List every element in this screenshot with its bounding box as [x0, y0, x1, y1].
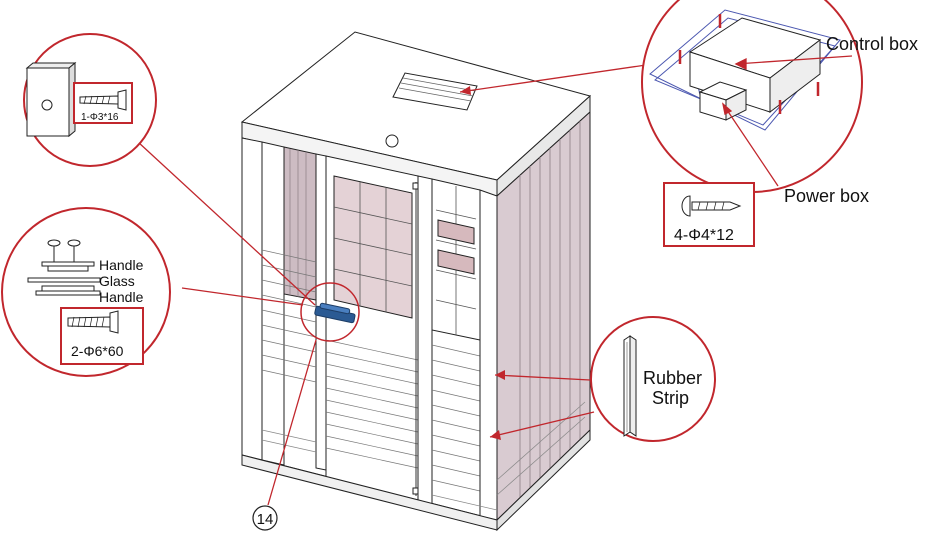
sauna-cabin — [240, 31, 592, 532]
door-lower-slats — [325, 339, 419, 469]
power-box-unit — [698, 81, 748, 121]
glass-label: Glass — [99, 273, 135, 289]
right-corner-post — [479, 189, 498, 521]
rubber-strip-detail-callout: Rubber Strip — [590, 316, 716, 442]
power-screw-detail: 4-Φ4*12 — [663, 182, 755, 247]
power-box-label: Power box — [784, 186, 869, 206]
handle-highlight-circle — [300, 282, 360, 342]
handle-detail-callout: Handle Glass Handle 2-Φ6*60 — [1, 207, 171, 377]
door-window-grid — [333, 175, 413, 319]
control-box-unit — [688, 17, 822, 114]
bracket-detail-callout: 1-Φ3*16 — [23, 33, 157, 167]
control-box-label: Control box — [826, 34, 918, 54]
mounting-brackets — [678, 14, 820, 114]
callout-arrowheads — [460, 86, 505, 440]
handle-top-label: Handle — [99, 257, 144, 273]
power-screw-icon — [681, 195, 742, 217]
rubber-strip-label-line1: Rubber — [643, 368, 702, 388]
control-box-detail-callout: Control box Power box — [641, 0, 918, 206]
handle-bottom-label: Handle — [99, 289, 144, 305]
left-window-panel — [283, 146, 317, 301]
left-post-2 — [261, 141, 285, 466]
callout-lines — [137, 63, 654, 506]
bracket-screw-icon — [79, 89, 127, 111]
door-handle — [314, 302, 356, 324]
roof-vent — [392, 72, 478, 111]
handle-screw-icon — [67, 310, 119, 334]
bracket-plate — [25, 61, 77, 138]
roof-hole — [385, 134, 399, 148]
step-number-badge: 14 — [252, 505, 278, 531]
bracket-screw-spec: 1-Φ3*16 — [81, 112, 119, 123]
handle-exploded-icon — [27, 239, 101, 296]
power-screw-spec: 4-Φ4*12 — [674, 227, 734, 244]
right-front-post — [417, 175, 433, 505]
rubber-strip-label-line2: Strip — [652, 388, 689, 408]
handle-screw-spec: 2-Φ6*60 — [71, 343, 124, 359]
rubber-strip-icon — [623, 335, 637, 437]
power-screw-box — [663, 182, 755, 247]
step-number: 14 — [257, 511, 274, 528]
side-wall-slats — [519, 121, 581, 498]
